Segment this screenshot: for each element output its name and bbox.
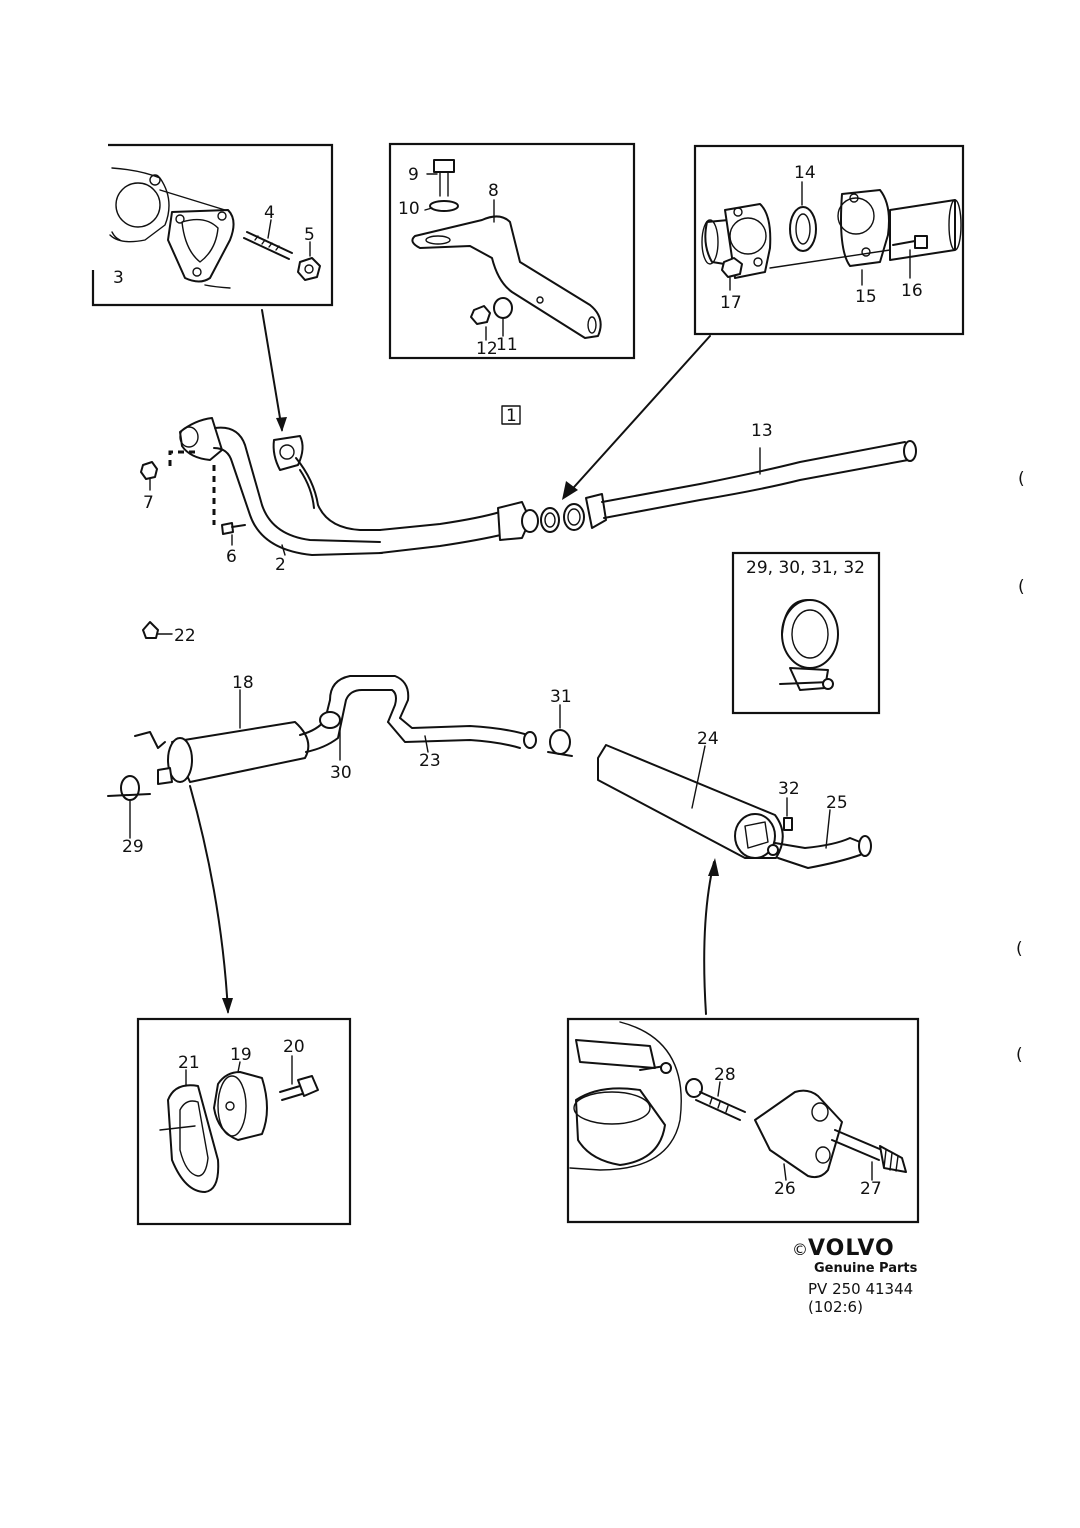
inset-rubber-mount: 19 20 21 bbox=[136, 1017, 352, 1226]
mount-block-drawing bbox=[754, 1089, 843, 1179]
rear-silencer-drawing bbox=[597, 744, 872, 869]
front-pipe-assembly: 7 6 2 13 bbox=[140, 417, 917, 575]
callout-23: 23 bbox=[419, 751, 441, 771]
rubber-ring-drawing bbox=[159, 1084, 220, 1193]
callout-25: 25 bbox=[826, 793, 848, 813]
reference-box-1: 1 bbox=[501, 405, 521, 426]
inset-silencer-mount: 28 26 27 bbox=[566, 1017, 920, 1224]
copyright-symbol: © bbox=[792, 1240, 808, 1259]
callout-26: 26 bbox=[774, 1179, 796, 1199]
manifold-flange-drawing bbox=[109, 167, 235, 289]
callout-7: 7 bbox=[143, 493, 154, 513]
callout-27: 27 bbox=[860, 1179, 882, 1199]
sealing-rings-drawing bbox=[540, 503, 585, 533]
rear-exhaust-assembly: 18 31 24 30 23 32 25 29 bbox=[107, 673, 872, 869]
intermediate-pipe-drawing bbox=[585, 440, 917, 529]
callout-31: 31 bbox=[550, 687, 572, 707]
rubber-bushing-drawing bbox=[213, 1071, 268, 1141]
bolt-drawing bbox=[279, 1075, 319, 1101]
inset-clamp: 29, 30, 31, 32 bbox=[731, 551, 881, 715]
nut-bolt-drawings bbox=[140, 450, 246, 535]
clamp-29-drawing bbox=[107, 775, 151, 839]
clamp-box-title: 29, 30, 31, 32 bbox=[746, 558, 865, 578]
callout-18: 18 bbox=[232, 673, 254, 693]
inset-manifold-flange: 3 4 5 bbox=[91, 143, 334, 307]
stud-drawing bbox=[243, 231, 293, 260]
callout-16: 16 bbox=[901, 281, 923, 301]
callout-14: 14 bbox=[794, 163, 816, 183]
clamp-drawing bbox=[779, 599, 839, 691]
callout-5: 5 bbox=[304, 225, 315, 245]
margin-mark: ( bbox=[1016, 1045, 1023, 1065]
flange-joint-drawing bbox=[701, 189, 962, 279]
rear-pipe-drawing bbox=[387, 717, 537, 749]
nut-drawing bbox=[470, 305, 491, 325]
margin-mark: ( bbox=[1018, 577, 1025, 597]
nut-drawing bbox=[721, 257, 743, 278]
nut-drawing bbox=[297, 257, 321, 281]
callout-1: 1 bbox=[506, 406, 517, 426]
callout-24: 24 bbox=[697, 729, 719, 749]
clamp-31-drawing bbox=[547, 704, 573, 757]
inset-flange-joint: 14 17 15 16 bbox=[693, 144, 965, 336]
footer-brand-block: © VOLVO Genuine Parts PV 250 41344 (102:… bbox=[792, 1236, 918, 1316]
bolt-drawing bbox=[892, 235, 928, 249]
sealing-ring-drawing bbox=[789, 206, 817, 252]
washer-drawing bbox=[493, 297, 513, 319]
front-pipe-drawing bbox=[179, 417, 539, 556]
washer-drawing bbox=[429, 200, 459, 212]
genuine-parts-label: Genuine Parts bbox=[814, 1261, 918, 1276]
heat-shield-drawing bbox=[569, 1021, 682, 1171]
margin-marks: ( ( ( ( bbox=[1016, 469, 1025, 1065]
nut-22: 22 bbox=[142, 621, 196, 646]
leader-arrows-top bbox=[261, 309, 711, 500]
callout-10: 10 bbox=[398, 199, 420, 219]
callout-3: 3 bbox=[113, 268, 124, 288]
callout-11: 11 bbox=[496, 335, 518, 355]
margin-mark: ( bbox=[1016, 939, 1023, 959]
callout-12: 12 bbox=[476, 339, 498, 359]
stud-28-drawing bbox=[685, 1078, 746, 1121]
callout-19: 19 bbox=[230, 1045, 252, 1065]
callout-32: 32 bbox=[778, 779, 800, 799]
leader-arrows-bottom bbox=[189, 785, 719, 1015]
bolt-drawing bbox=[433, 159, 455, 197]
bolt-27-drawing bbox=[831, 1129, 907, 1173]
callout-13: 13 bbox=[751, 421, 773, 441]
front-silencer-drawing bbox=[134, 675, 410, 785]
callout-4: 4 bbox=[264, 203, 275, 223]
page-reference: (102:6) bbox=[808, 1298, 863, 1316]
bracket-drawing bbox=[411, 215, 602, 339]
callout-20: 20 bbox=[283, 1037, 305, 1057]
volvo-logo: VOLVO bbox=[808, 1236, 895, 1261]
callout-8: 8 bbox=[488, 181, 499, 201]
callout-17: 17 bbox=[720, 293, 742, 313]
callout-22: 22 bbox=[174, 626, 196, 646]
margin-mark: ( bbox=[1018, 469, 1025, 489]
callout-28: 28 bbox=[714, 1065, 736, 1085]
inset-hanger-bracket: 9 10 8 12 11 bbox=[388, 142, 636, 360]
part-code: PV 250 41344 bbox=[808, 1280, 913, 1298]
callout-6: 6 bbox=[226, 547, 237, 567]
callout-9: 9 bbox=[408, 165, 419, 185]
callout-29: 29 bbox=[122, 837, 144, 857]
callout-30: 30 bbox=[330, 763, 352, 783]
callout-2: 2 bbox=[275, 555, 286, 575]
callout-15: 15 bbox=[855, 287, 877, 307]
callout-21: 21 bbox=[178, 1053, 200, 1073]
